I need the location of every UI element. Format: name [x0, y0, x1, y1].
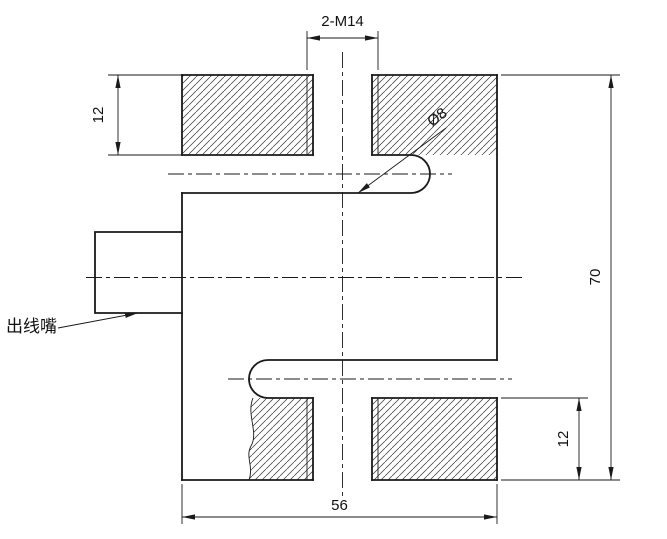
- thread-minor-lines: [312, 74, 373, 481]
- hatch-top-left: [182, 75, 313, 155]
- lower-slot: [248, 359, 498, 399]
- centerlines: [86, 52, 522, 500]
- dim-top-thickness: [108, 74, 182, 156]
- dim-thread-callout: [306, 31, 379, 70]
- hatch-bottom-left: [248, 398, 313, 480]
- hatch-top-right: [372, 75, 497, 155]
- dim-total-width: [181, 484, 498, 524]
- leader-line: [57, 312, 139, 329]
- part-outline: [94, 74, 498, 481]
- dim-slot-diameter: [357, 127, 447, 194]
- label-cable-outlet-leader: [57, 312, 139, 329]
- dimension-lines: [57, 31, 620, 524]
- break-line: [248, 397, 255, 481]
- dim-total-height: [501, 74, 620, 481]
- dim-bottom-thickness: [501, 397, 588, 480]
- dim-ext-lines: [108, 74, 182, 156]
- upper-slot: [181, 154, 431, 194]
- cable-outlet-boss: [94, 231, 183, 314]
- total-width-text: 56: [331, 497, 348, 514]
- leader-line: [357, 127, 447, 194]
- bottom-thickness-text: 12: [555, 431, 572, 448]
- thread-lines: [306, 75, 379, 480]
- thread-major-lines: [306, 75, 379, 480]
- hatch-bottom-right: [372, 398, 497, 480]
- thread-callout-text: 2-M14: [321, 13, 364, 30]
- dim-ext-lines: [501, 74, 620, 481]
- cable-outlet-text: 出线嘴: [6, 317, 57, 336]
- total-height-text: 70: [587, 269, 604, 286]
- hatching: [182, 75, 497, 480]
- top-thickness-text: 12: [90, 107, 107, 124]
